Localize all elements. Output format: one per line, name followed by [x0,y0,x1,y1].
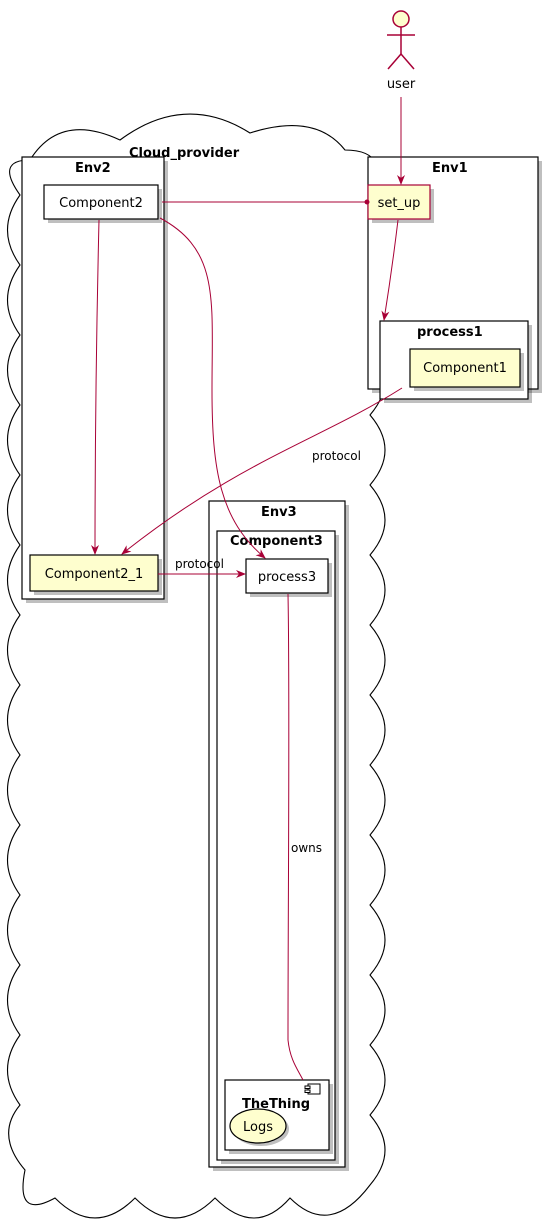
component2-label: Component2 [59,196,143,211]
stick-figure-actor-icon [387,10,415,70]
actor-user-label: user [387,77,416,92]
env1-label: Env1 [432,161,468,176]
edge-component1-to-component2-1 [121,387,403,555]
set-up-node: set_up [367,184,434,223]
component3-node: Component3 [216,530,339,1164]
edge-setup-to-process1 [381,219,399,321]
env3-label: Env3 [261,505,297,520]
set-up-label: set_up [378,196,421,211]
env2-node: Env2 [21,156,168,603]
process3-node: process3 [245,558,332,597]
env2-label: Env2 [75,161,111,176]
component3-label: Component3 [230,534,323,549]
component2-1-label: Component2_1 [45,567,144,582]
component-icon [304,1083,321,1095]
logs-label: Logs [243,1120,273,1135]
edge-label-c1-to-c21: protocol [312,449,361,463]
thething-label: TheThing [242,1097,310,1112]
component1-node: Component1 [409,348,524,391]
edge-component2-to-component2-1 [91,219,100,555]
component2-1-node: Component2_1 [29,554,162,595]
component2-node: Component2 [43,184,162,223]
actor-user: user [387,10,416,92]
edge-process3-to-thething [287,593,304,1081]
edges [91,97,405,1081]
edge-label-c21-to-p3: protocol [175,557,224,571]
process3-label: process3 [258,570,316,585]
edge-component2-to-process3 [159,217,266,559]
process1-label: process1 [417,325,483,340]
component1-label: Component1 [423,361,507,376]
edge-label-p3-to-thing: owns [291,841,322,855]
logs-node: Logs [229,1108,289,1146]
